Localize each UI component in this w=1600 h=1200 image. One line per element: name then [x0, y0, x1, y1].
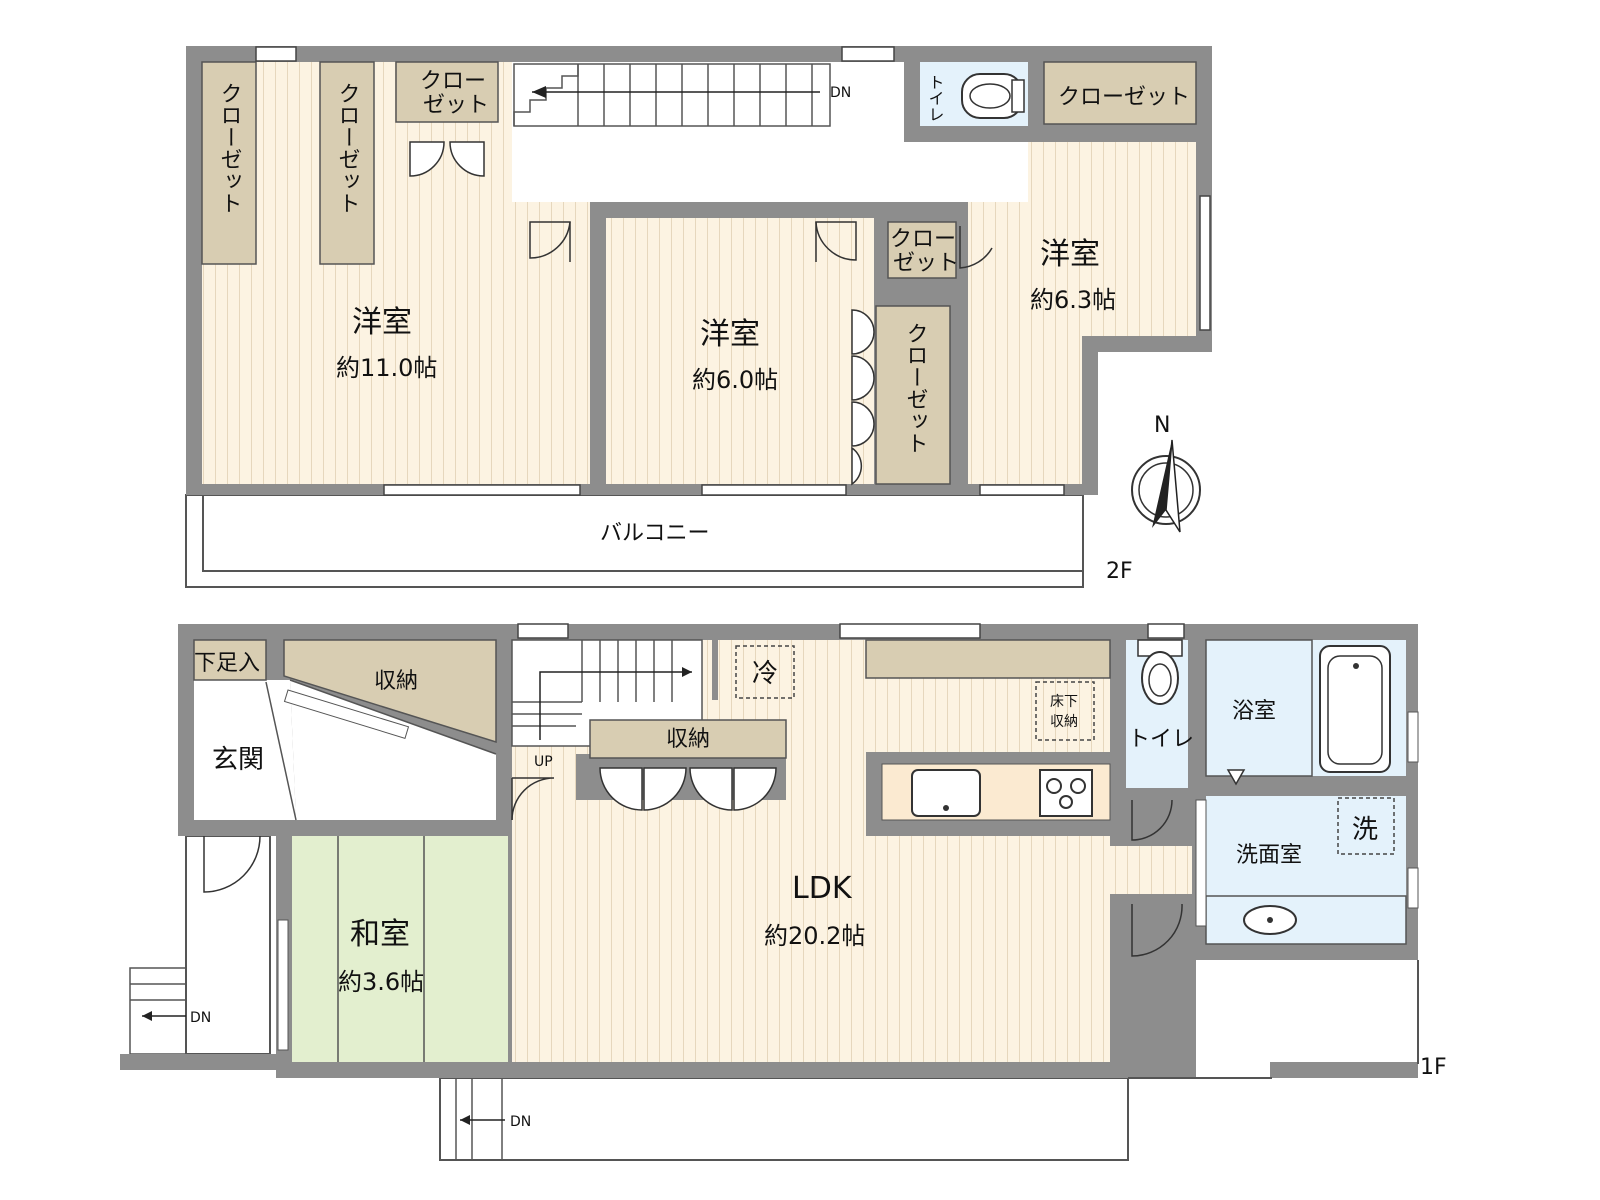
room-right-name: 洋室: [1040, 237, 1100, 272]
bathtub-icon: [1319, 645, 1391, 773]
washbasin-icon: [1243, 905, 1297, 935]
closet-2f-top-right: クローゼット: [1058, 85, 1190, 110]
ldk-name: LDK: [792, 871, 853, 906]
washitsu-name: 和室: [350, 917, 410, 952]
toilet-1f-label: トイレ: [1128, 727, 1194, 752]
storage-ldk-label: 収納: [666, 727, 710, 752]
genkan-floor: [194, 680, 296, 820]
windows-2f: [255, 46, 1211, 496]
room-large-area: 約11.0帖: [336, 354, 437, 382]
porch-area: [185, 835, 271, 1055]
stairs-1f-up: UP: [534, 754, 553, 770]
washroom-label: 洗面室: [1236, 843, 1302, 868]
room-right-area: 約6.3帖: [1030, 286, 1116, 314]
windows-1f: [517, 623, 1185, 639]
closet-2f-vertical-1: クローゼット: [217, 82, 242, 214]
closet-2f-small-mid-a: クロー: [890, 227, 956, 252]
bath-label: 浴室: [1232, 699, 1276, 724]
toilet-2f-label: トイレ: [926, 74, 945, 122]
storage-ldk: [589, 719, 787, 759]
genkan-label: 玄関: [212, 745, 264, 775]
storage-entry-label: 収納: [374, 669, 418, 694]
floor-2f-label: 2F: [1106, 559, 1133, 584]
kitchen-back-counter: [865, 639, 1111, 679]
toilet-2f-bowl: [961, 73, 1025, 119]
step-left-dn: DN: [190, 1010, 211, 1026]
balcony-label: バルコニー: [600, 521, 710, 546]
washer-area: [1337, 797, 1395, 855]
closet-2f-vertical-2: クローゼット: [335, 82, 360, 214]
fridge-area: [735, 645, 795, 699]
underfloor-storage: [1035, 681, 1095, 741]
sink-icon: [911, 769, 981, 817]
stairs-2f-dn-label: DN: [830, 85, 851, 101]
underfloor-label-b: 収納: [1050, 714, 1078, 730]
closet-2f-small-top-b: ゼット: [423, 93, 489, 118]
shoe-storage: [193, 639, 267, 681]
room-right-floor: [968, 142, 1196, 484]
terrace-bottom: [439, 1077, 1129, 1161]
storage-entry: [283, 639, 497, 744]
doors-2f: [409, 141, 993, 486]
doors-1f: [203, 769, 1246, 957]
stairs-2f: [513, 63, 831, 127]
floor-2f: DN トイレ クローゼット クローゼット クロー ゼット クローゼット クロー …: [185, 46, 1212, 588]
underfloor-label-a: 床下: [1050, 694, 1078, 710]
closet-2f-small-mid-b: ゼット: [893, 251, 959, 276]
vanity: [1205, 895, 1407, 945]
compass-icon: [1131, 439, 1201, 533]
compass-n-label: N: [1154, 413, 1170, 438]
closet-2f-small-top-a: クロー: [420, 69, 486, 94]
ldk-area: 約20.2帖: [764, 922, 865, 950]
stove-icon: [1039, 769, 1093, 817]
room-middle-floor: [606, 218, 874, 484]
shoe-storage-label: 下足入: [194, 651, 260, 676]
closet-2f-vertical-3: クローゼット: [903, 322, 928, 454]
room-large-name: 洋室: [352, 305, 412, 340]
step-bottom-dn: DN: [510, 1114, 531, 1130]
washer-label: 洗: [1352, 815, 1378, 845]
floor-1f: DN DN: [120, 623, 1447, 1161]
hall-2f: [512, 142, 1028, 202]
closets-2f: [201, 61, 1197, 485]
storage-ldk-doors: [599, 767, 777, 811]
fridge-label: 冷: [752, 659, 778, 689]
room-middle-name: 洋室: [700, 317, 760, 352]
washitsu-floor: [292, 836, 508, 1062]
floor-1f-label: 1F: [1420, 1055, 1447, 1080]
washitsu-area: 約3.6帖: [338, 968, 424, 996]
tatami-lines: [337, 836, 425, 1062]
room-middle-area: 約6.0帖: [692, 366, 778, 394]
step-left: [129, 967, 187, 1055]
toilet-1f-bowl: [1137, 639, 1183, 705]
